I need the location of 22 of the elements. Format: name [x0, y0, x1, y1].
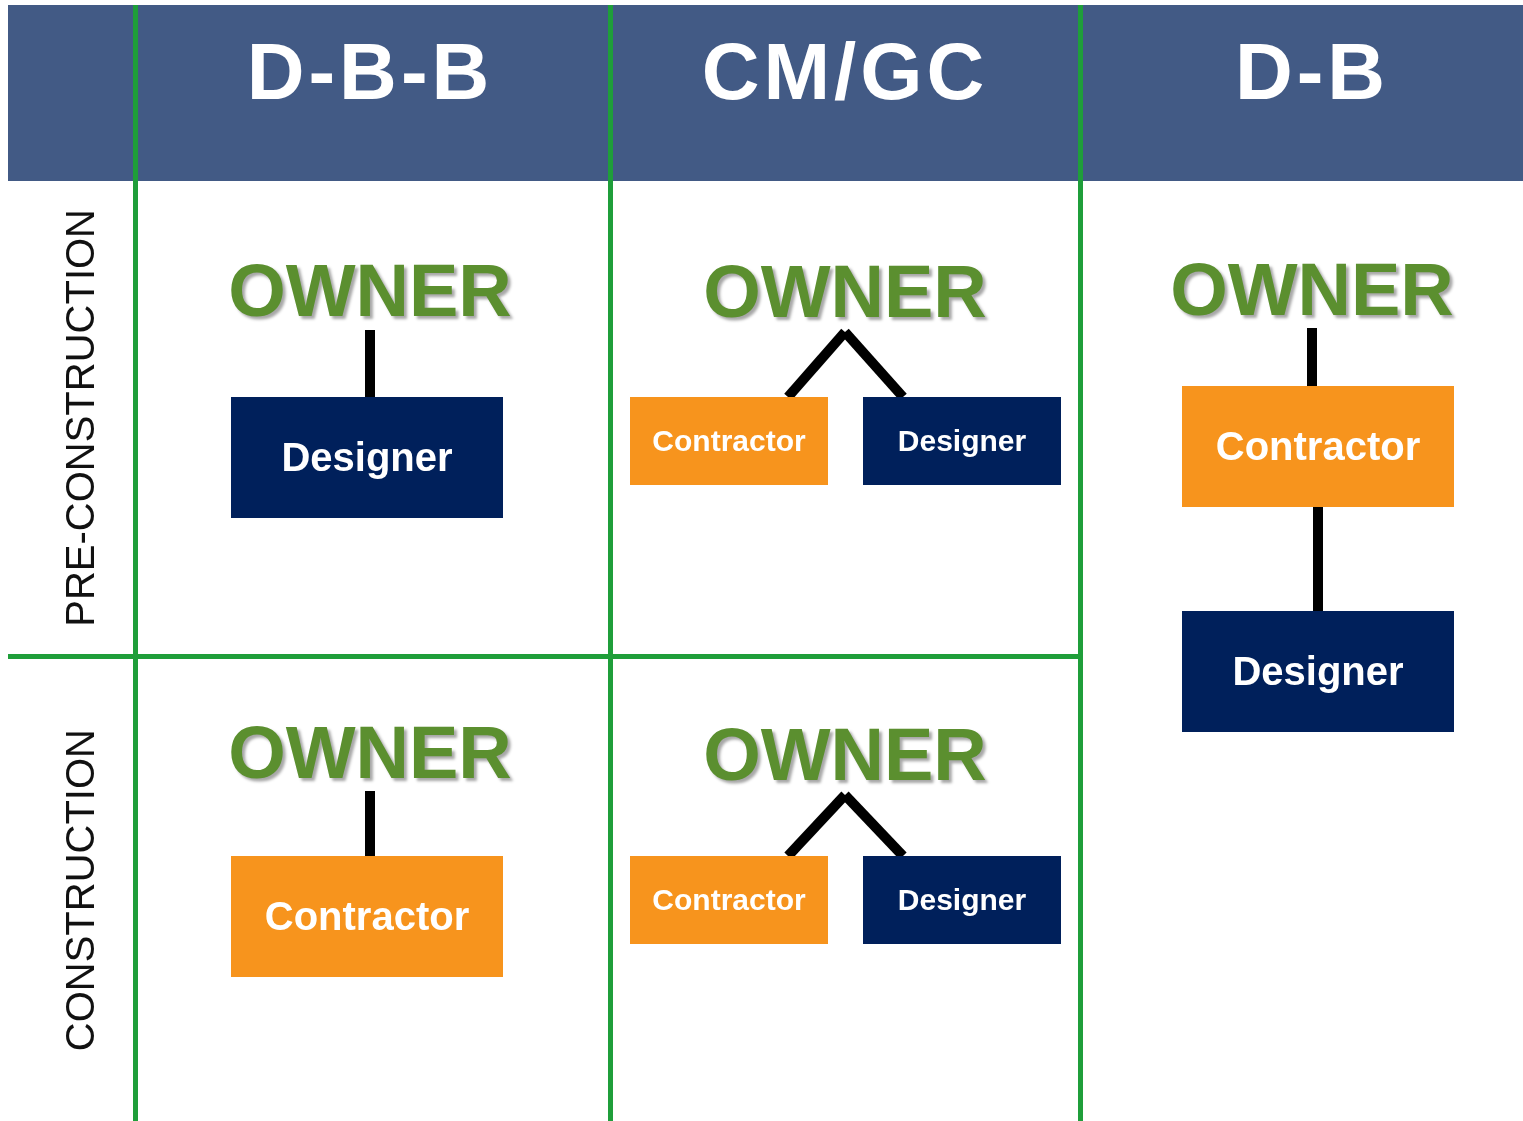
role-box: Contractor: [630, 856, 828, 944]
role-box: Designer: [1182, 611, 1454, 732]
connector-line: [1313, 507, 1323, 611]
column-header: D-B: [1233, 26, 1391, 118]
owner-label: OWNER: [700, 713, 990, 795]
owner-label: OWNER: [225, 250, 515, 330]
column-header: CM/GC: [700, 26, 990, 118]
owner-label: OWNER: [700, 250, 990, 332]
row-header: CONSTRUCTION: [57, 728, 103, 1052]
connector-line: [1307, 328, 1317, 386]
role-box: Contractor: [231, 856, 503, 977]
role-box: Contractor: [630, 397, 828, 485]
column-header: D-B-B: [245, 26, 495, 118]
role-box: Contractor: [1182, 386, 1454, 507]
owner-label: OWNER: [1167, 250, 1457, 328]
row-header: PRE-CONSTRUCTION: [57, 209, 103, 627]
role-box: Designer: [863, 856, 1061, 944]
connector-line: [365, 791, 375, 856]
owner-label: OWNER: [225, 713, 515, 791]
role-box: Designer: [863, 397, 1061, 485]
connector-line: [365, 330, 375, 397]
role-box: Designer: [231, 397, 503, 518]
